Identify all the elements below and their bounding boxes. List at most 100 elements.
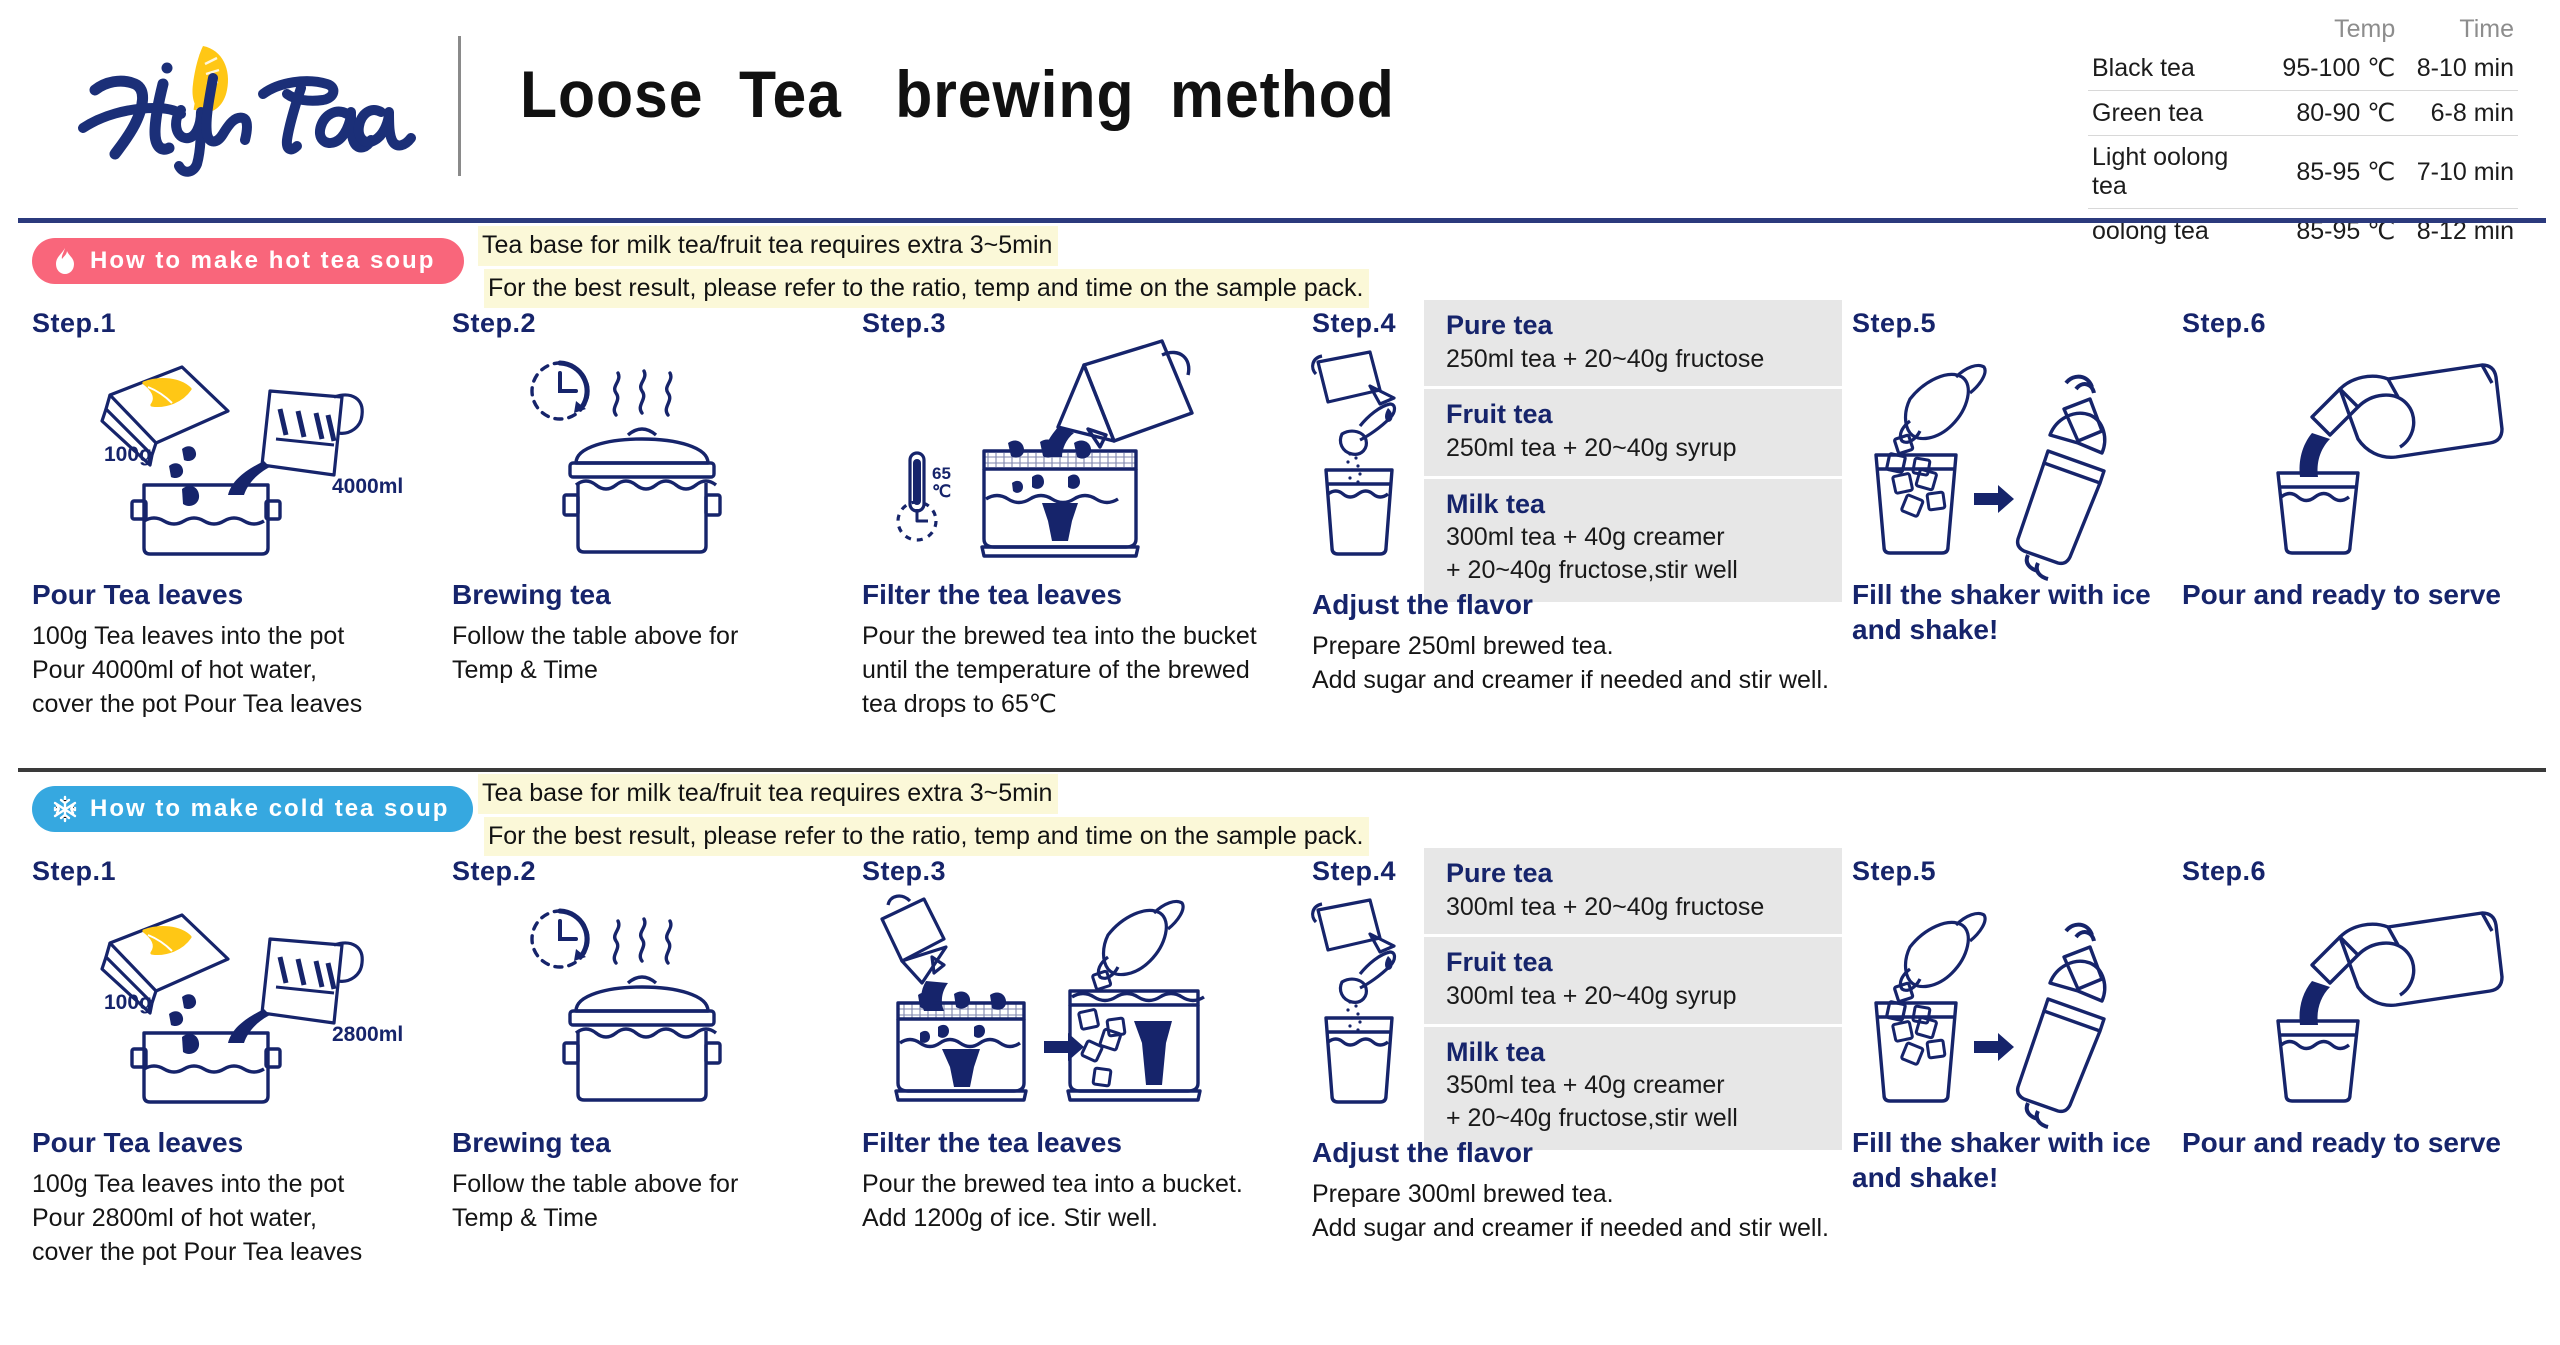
step-caption: Brewing tea Follow the table above for T… bbox=[452, 1126, 862, 1235]
flavor-name: Milk tea bbox=[1446, 488, 1546, 519]
hot-step-5: Step.5 bbox=[1852, 308, 2182, 645]
hot-step-3: Step.3 bbox=[862, 308, 1312, 718]
tea-temp: 85-95 ℃ bbox=[2263, 135, 2400, 209]
table-row: Green tea 80-90 ℃ 6-8 min bbox=[2088, 90, 2518, 136]
step-body: Prepare 300ml brewed tea. Add sugar and … bbox=[1312, 1179, 1829, 1242]
tea-time: 7-10 min bbox=[2399, 135, 2518, 209]
page-title: Loose Tea brewing method bbox=[520, 57, 1395, 131]
hot-steps-row: Step.1 bbox=[0, 300, 2560, 778]
brand-logo bbox=[55, 28, 435, 178]
pour-serve-illustration bbox=[2182, 891, 2542, 1106]
flavor-desc: 300ml tea + 40g creamer + 20~40g fructos… bbox=[1446, 523, 1738, 584]
step-title: Adjust the flavor bbox=[1312, 1137, 1533, 1168]
flavor-desc: 250ml tea + 20~40g fructose bbox=[1446, 344, 1765, 373]
step-label: Step.1 bbox=[32, 856, 117, 886]
table-row: Black tea 95-100 ℃ 8-10 min bbox=[2088, 46, 2518, 91]
flavor-name: Fruit tea bbox=[1446, 947, 1553, 978]
cold-badge-label: How to make cold tea soup bbox=[90, 795, 450, 822]
table-row: oolong tea 85-95 ℃ 8-12 min bbox=[2088, 208, 2518, 253]
temp-value-label: 65 bbox=[932, 464, 951, 483]
step-caption: Pour Tea leaves 100g Tea leaves into the… bbox=[32, 578, 452, 721]
tea-name: oolong tea bbox=[2088, 208, 2263, 253]
tea-time: 8-10 min bbox=[2416, 53, 2514, 82]
flavor-desc: 250ml tea + 20~40g syrup bbox=[1446, 434, 1737, 462]
flavor-name: Pure tea bbox=[1446, 310, 1553, 340]
step-title: Brewing tea bbox=[452, 579, 611, 610]
step-label: Step.3 bbox=[862, 308, 947, 338]
tea-time: 8-12 min bbox=[2399, 208, 2518, 253]
cold-notes: Tea base for milk tea/fruit tea requires… bbox=[478, 774, 1398, 859]
flavor-desc: 300ml tea + 20~40g syrup bbox=[1446, 982, 1737, 1010]
hot-step-6: Step.6 bbox=[2182, 308, 2542, 610]
note-line: Tea base for milk tea/fruit tea requires… bbox=[478, 774, 1059, 814]
step-title: Adjust the flavor bbox=[1312, 589, 1533, 620]
header-divider bbox=[458, 36, 461, 176]
step-caption: Brewing tea Follow the table above for T… bbox=[452, 578, 862, 687]
weight-label: 100g bbox=[104, 991, 152, 1014]
step-title: Pour and ready to serve bbox=[2182, 1127, 2502, 1158]
header-bottom-rule bbox=[18, 218, 2546, 223]
step-title: Fill the shaker with ice and shake! bbox=[1852, 579, 2151, 645]
step-body: Pour the brewed tea into a bucket. Add 1… bbox=[862, 1169, 1243, 1232]
step-caption: Adjust the flavor Prepare 250ml brewed t… bbox=[1312, 588, 1842, 697]
step-title: Pour Tea leaves bbox=[32, 1127, 244, 1158]
step-label: Step.2 bbox=[452, 856, 537, 886]
step-body: Pour the brewed tea into the bucket unti… bbox=[862, 621, 1257, 718]
brewing-pot-illustration bbox=[452, 891, 862, 1106]
step-title: Brewing tea bbox=[452, 1127, 611, 1158]
shaker-ice-illustration bbox=[1852, 343, 2182, 581]
step-caption: Filter the tea leaves Pour the brewed te… bbox=[862, 578, 1312, 721]
hot-section-badge: How to make hot tea soup bbox=[32, 238, 464, 284]
col-header-temp: Temp bbox=[2334, 15, 2396, 43]
snowflake-icon bbox=[53, 795, 77, 823]
step-caption: Adjust the flavor Prepare 300ml brewed t… bbox=[1312, 1136, 1842, 1245]
step-caption: Filter the tea leaves Pour the brewed te… bbox=[862, 1126, 1312, 1235]
step-label: Step.5 bbox=[1852, 308, 1937, 338]
tea-name: Green tea bbox=[2088, 90, 2263, 136]
flavor-options-panel: Pure tea 250ml tea + 20~40g fructose Fru… bbox=[1424, 300, 1842, 603]
cold-step-5: Step.5 bbox=[1852, 856, 2182, 1193]
step-title: Filter the tea leaves bbox=[862, 579, 1122, 610]
cold-section-badge: How to make cold tea soup bbox=[32, 786, 474, 832]
cold-step-1: Step.1 bbox=[32, 856, 452, 1266]
flavor-option-fruit: Fruit tea 250ml tea + 20~40g syrup bbox=[1424, 389, 1842, 476]
page-header: Loose Tea brewing method Temp Time Black… bbox=[0, 0, 2560, 253]
volume-label: 2800ml bbox=[332, 1023, 403, 1046]
step-caption: Pour and ready to serve bbox=[2182, 1126, 2542, 1167]
hot-step-2: Step.2 bbox=[452, 308, 862, 684]
tea-name: Light oolong tea bbox=[2088, 135, 2263, 209]
tea-name: Black tea bbox=[2092, 53, 2195, 82]
cold-step-3: Step.3 bbox=[862, 856, 1312, 1232]
pour-serve-illustration bbox=[2182, 343, 2542, 558]
step-title: Pour Tea leaves bbox=[32, 579, 244, 610]
step-body: Prepare 250ml brewed tea. Add sugar and … bbox=[1312, 631, 1829, 694]
table-row: Light oolong tea 85-95 ℃ 7-10 min bbox=[2088, 135, 2518, 209]
flavor-name: Milk tea bbox=[1446, 1036, 1546, 1067]
tea-temp: 80-90 ℃ bbox=[2263, 90, 2400, 136]
flavor-option-fruit: Fruit tea 300ml tea + 20~40g syrup bbox=[1424, 937, 1842, 1024]
brewing-pot-illustration bbox=[452, 343, 862, 558]
step-label: Step.6 bbox=[2182, 308, 2267, 338]
shaker-ice-illustration bbox=[1852, 891, 2182, 1129]
step-caption: Fill the shaker with ice and shake! bbox=[1852, 1126, 2182, 1201]
step-title: Filter the tea leaves bbox=[862, 1127, 1122, 1158]
hot-badge-label: How to make hot tea soup bbox=[90, 247, 436, 274]
flavor-option-pure: Pure tea 250ml tea + 20~40g fructose bbox=[1424, 300, 1842, 387]
flame-icon bbox=[56, 248, 74, 274]
step-label: Step.6 bbox=[2182, 856, 2267, 886]
pour-tea-leaves-illustration: 100g 4000ml bbox=[32, 343, 452, 558]
filter-tea-illustration: 65 ℃ bbox=[862, 339, 1312, 558]
step-label: Step.5 bbox=[1852, 856, 1937, 886]
high-tea-logo-svg bbox=[78, 46, 416, 177]
section-divider-rule bbox=[18, 768, 2546, 772]
step-caption: Pour and ready to serve bbox=[2182, 578, 2542, 619]
flavor-desc: 350ml tea + 40g creamer + 20~40g fructos… bbox=[1446, 1071, 1738, 1132]
tea-temp: 85-95 ℃ bbox=[2263, 208, 2400, 253]
cold-step-6: Step.6 bbox=[2182, 856, 2542, 1158]
hot-step-1: Step.1 bbox=[32, 308, 452, 718]
step-label: Step.3 bbox=[862, 856, 947, 886]
filter-and-ice-illustration bbox=[862, 891, 1312, 1106]
step-label: Step.4 bbox=[1312, 308, 1397, 338]
step-caption: Pour Tea leaves 100g Tea leaves into the… bbox=[32, 1126, 452, 1269]
